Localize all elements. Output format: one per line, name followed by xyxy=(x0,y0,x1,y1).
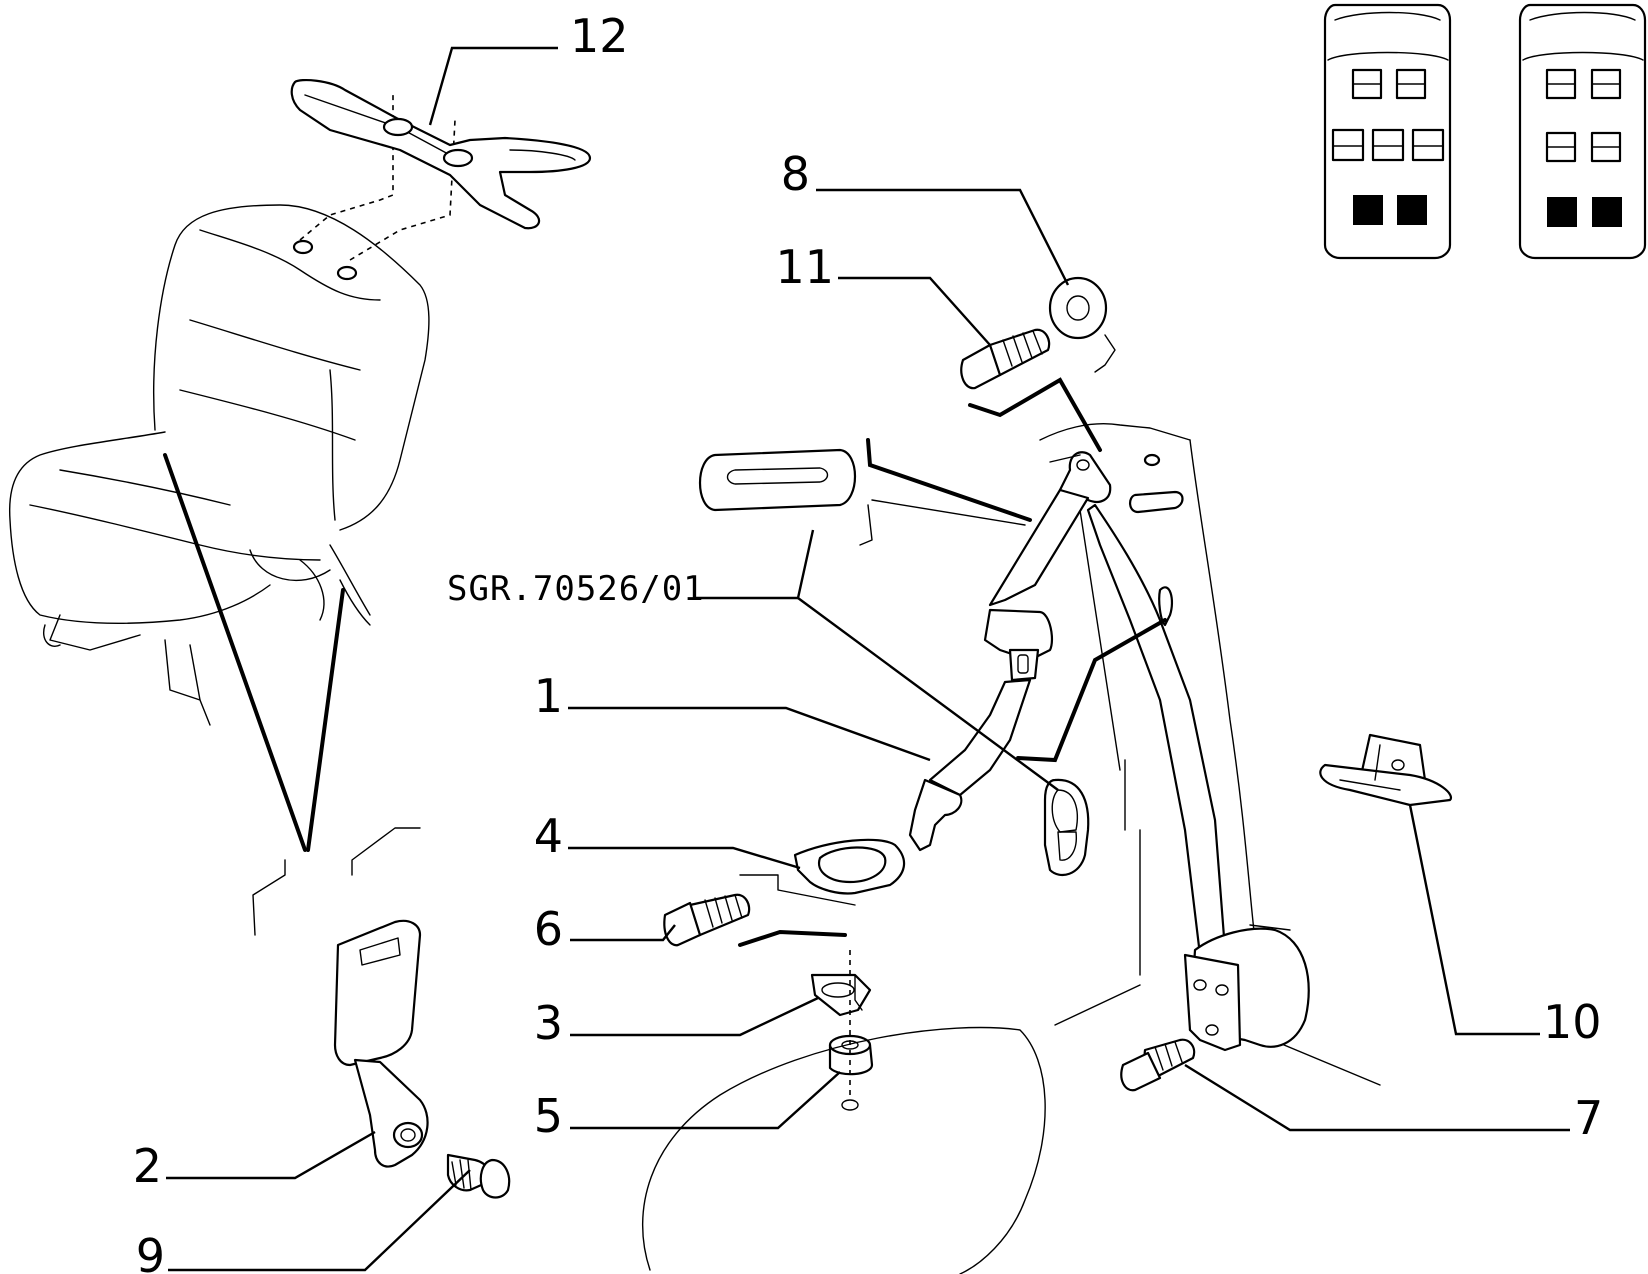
callout-2: 2 xyxy=(133,1139,162,1193)
callout-5: 5 xyxy=(534,1089,563,1143)
callout-6: 6 xyxy=(534,902,563,956)
callout-labels: 12 8 11 SGR.70526/01 1 4 6 3 5 2 9 10 7 xyxy=(133,9,1604,1274)
washer-part xyxy=(1048,276,1108,340)
leader-lines xyxy=(166,46,1570,1272)
callout-12: 12 xyxy=(570,9,629,63)
seat-layout-2-row-icon xyxy=(1518,3,1647,260)
retractor-screw-part xyxy=(1120,1038,1196,1092)
bracket-part xyxy=(1319,733,1453,807)
anchor-plate-part xyxy=(810,973,872,1017)
cover-cap-part xyxy=(793,838,906,895)
callout-3: 3 xyxy=(534,996,563,1050)
callout-8: 8 xyxy=(781,147,810,201)
callout-4: 4 xyxy=(534,809,563,863)
seat-layout-3-row-icon xyxy=(1323,3,1452,260)
reference-code: SGR.70526/01 xyxy=(447,569,705,609)
seat-bracket-part xyxy=(290,79,592,230)
floor-illustration xyxy=(642,759,1381,1274)
screw-part xyxy=(663,893,751,947)
callout-10: 10 xyxy=(1543,995,1602,1049)
grommet-parts xyxy=(698,448,1090,877)
spacer-part xyxy=(828,950,874,1111)
buckle-part xyxy=(333,919,429,1168)
callout-11: 11 xyxy=(775,240,834,294)
upper-screw-part xyxy=(960,328,1051,390)
callout-1: 1 xyxy=(534,669,563,723)
buckle-screw-part xyxy=(446,1153,511,1199)
pillar-and-belt-part xyxy=(859,334,1310,1052)
seat-illustration xyxy=(8,95,456,936)
callout-9: 9 xyxy=(136,1229,165,1274)
callout-7: 7 xyxy=(1574,1091,1603,1145)
